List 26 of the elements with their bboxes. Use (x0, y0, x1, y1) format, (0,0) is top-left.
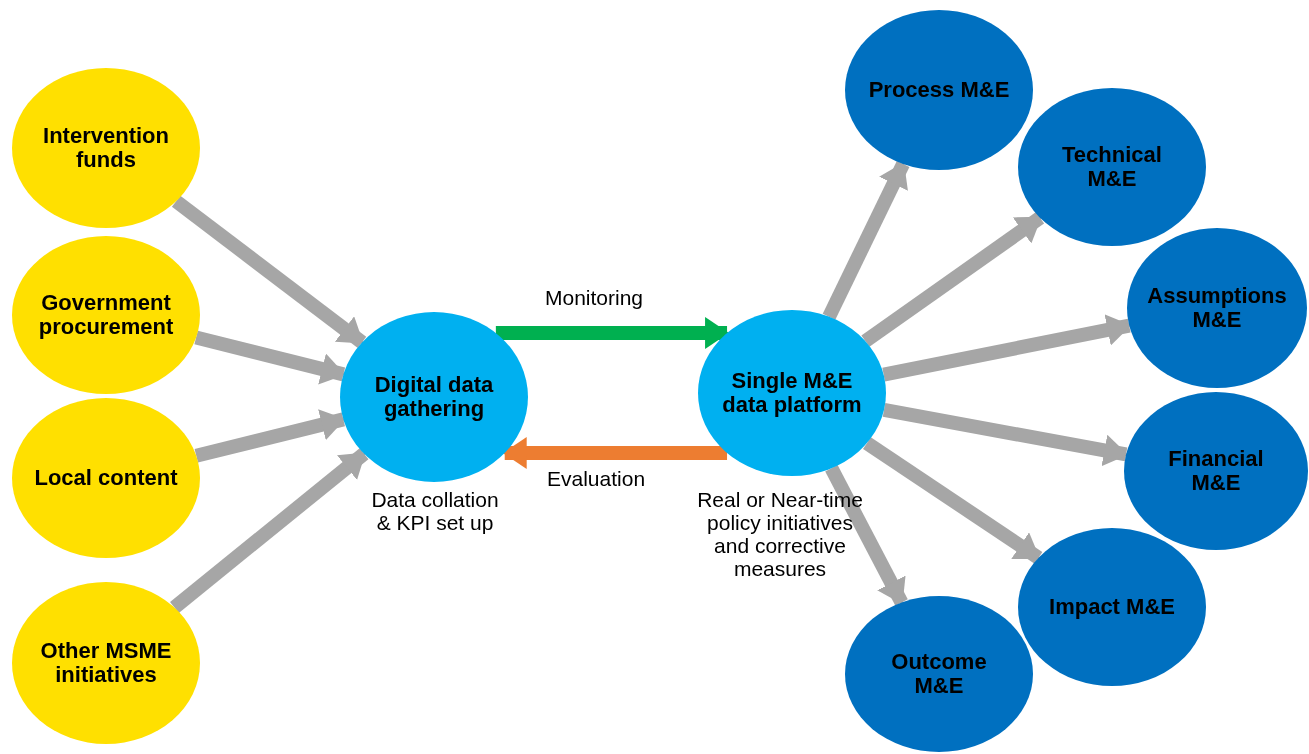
block-arrow (502, 437, 728, 469)
node-label: Other MSME initiatives (39, 639, 173, 687)
block-arrow (822, 160, 910, 320)
caption-text: Real or Near-time policy initiatives and corrective measures (696, 488, 864, 580)
caption-text: Data collation & KPI set up (370, 488, 500, 534)
node-label: Assumptions M&E (1146, 284, 1288, 332)
node-label: Intervention funds (42, 124, 170, 172)
node-label: Process M&E (868, 78, 1010, 102)
block-arrow (861, 212, 1045, 347)
block-arrow (863, 437, 1043, 564)
block-arrow (882, 314, 1132, 382)
node-label: Single M&E data platform (721, 369, 863, 417)
node-label: Digital data gathering (373, 373, 495, 421)
node-label: Outcome M&E (890, 650, 988, 698)
node-label: Local content (34, 466, 178, 490)
block-arrow (825, 465, 908, 606)
node-label: Technical M&E (1061, 143, 1163, 191)
block-arrow (495, 317, 730, 349)
node-label: Impact M&E (1049, 595, 1175, 619)
node-label: Government procurement (37, 291, 175, 339)
block-arrow (194, 330, 346, 385)
block-arrow (171, 195, 367, 348)
node-label: Financial M&E (1167, 447, 1265, 495)
block-arrow (194, 409, 346, 463)
block-arrow (882, 403, 1128, 467)
block-arrow (170, 448, 369, 613)
